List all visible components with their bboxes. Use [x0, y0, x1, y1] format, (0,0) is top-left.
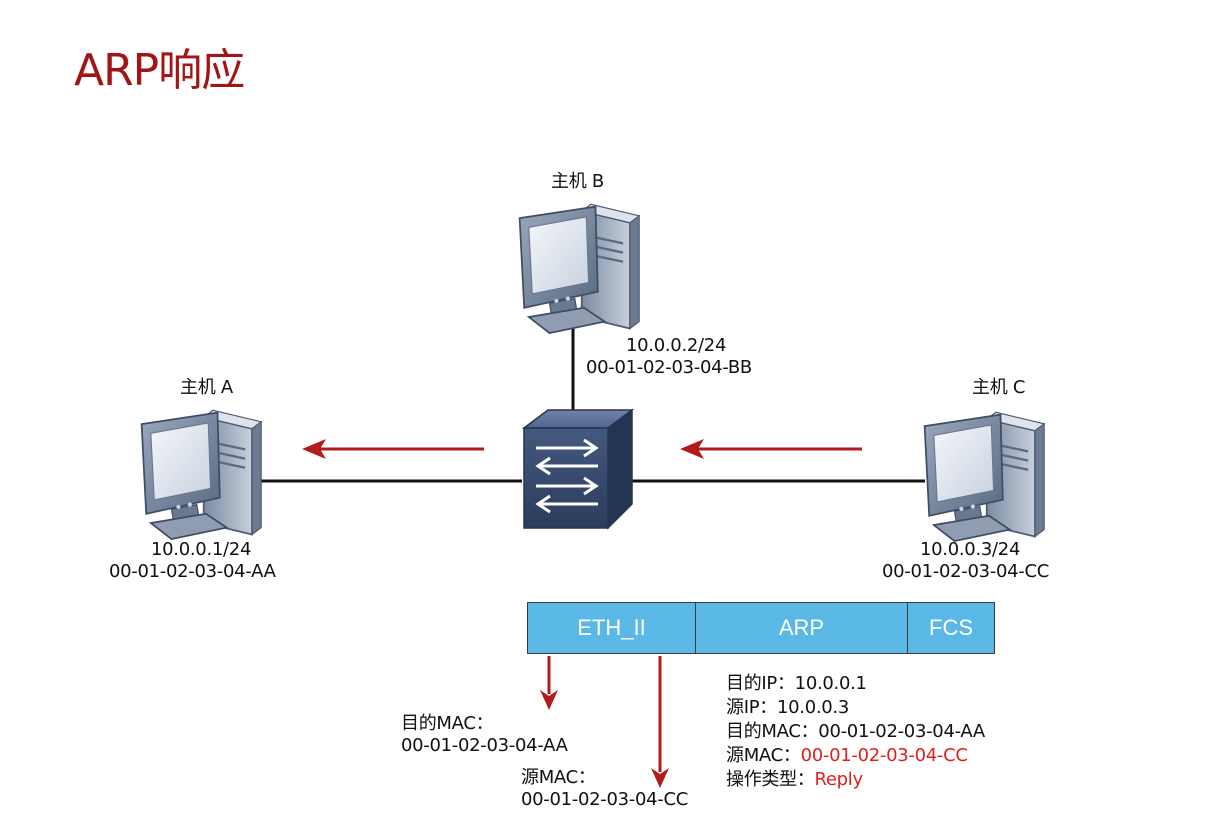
- eth-src-mac-value: 00-01-02-03-04-CC: [521, 789, 689, 810]
- arp-frame: ETH_II ARP FCS: [527, 602, 995, 654]
- arp-src-mac: 源MAC：00-01-02-03-04-CC: [726, 745, 968, 767]
- eth-dst-mac-value: 00-01-02-03-04-AA: [401, 735, 568, 756]
- arp-dst-ip-value: 10.0.0.1: [794, 673, 867, 694]
- arrow-left-icon: [302, 439, 484, 459]
- computer-icon: [923, 411, 1046, 543]
- eth-dst-mac-label: 目的MAC：: [401, 713, 494, 734]
- page-title: ARP响应: [74, 45, 245, 96]
- frame-segment-fcs: FCS: [908, 603, 994, 653]
- arp-dst-mac-label: 目的MAC：: [726, 721, 819, 742]
- arrow-down-icon: [540, 656, 558, 710]
- host-b-ip: 10.0.0.2/24: [626, 335, 727, 356]
- host-c-mac: 00-01-02-03-04-CC: [882, 561, 1050, 582]
- arp-dst-mac-value: 00-01-02-03-04-AA: [818, 721, 985, 742]
- host-c-name: 主机 C: [972, 377, 1026, 398]
- arp-operation-value: Reply: [814, 769, 864, 790]
- computer-icon: [518, 203, 641, 335]
- frame-segment-eth: ETH_II: [528, 603, 696, 653]
- host-b-name: 主机 B: [551, 171, 604, 192]
- frame-segment-arp: ARP: [696, 603, 908, 653]
- arp-dst-mac: 目的MAC：00-01-02-03-04-AA: [726, 721, 985, 743]
- switch-icon: [521, 408, 635, 530]
- arp-dst-ip: 目的IP：10.0.0.1: [726, 673, 867, 695]
- eth-src-mac-label: 源MAC：: [521, 767, 596, 788]
- arp-operation-label: 操作类型：: [726, 769, 815, 790]
- arp-src-mac-value: 00-01-02-03-04-CC: [800, 745, 968, 766]
- arp-src-ip-label: 源IP：: [726, 697, 777, 718]
- arp-src-mac-label: 源MAC：: [726, 745, 801, 766]
- arp-src-ip-value: 10.0.0.3: [776, 697, 849, 718]
- arrow-down-icon: [651, 656, 669, 788]
- host-a-mac: 00-01-02-03-04-AA: [109, 561, 276, 582]
- arrow-left-icon: [680, 439, 862, 459]
- arp-operation: 操作类型：Reply: [726, 769, 863, 791]
- arp-dst-ip-label: 目的IP：: [726, 673, 795, 694]
- host-b-mac: 00-01-02-03-04-BB: [586, 357, 752, 378]
- arp-src-ip: 源IP：10.0.0.3: [726, 697, 849, 719]
- host-a-ip: 10.0.0.1/24: [151, 539, 252, 560]
- host-a-name: 主机 A: [180, 377, 233, 398]
- host-c-ip: 10.0.0.3/24: [920, 539, 1021, 560]
- computer-icon: [140, 409, 263, 541]
